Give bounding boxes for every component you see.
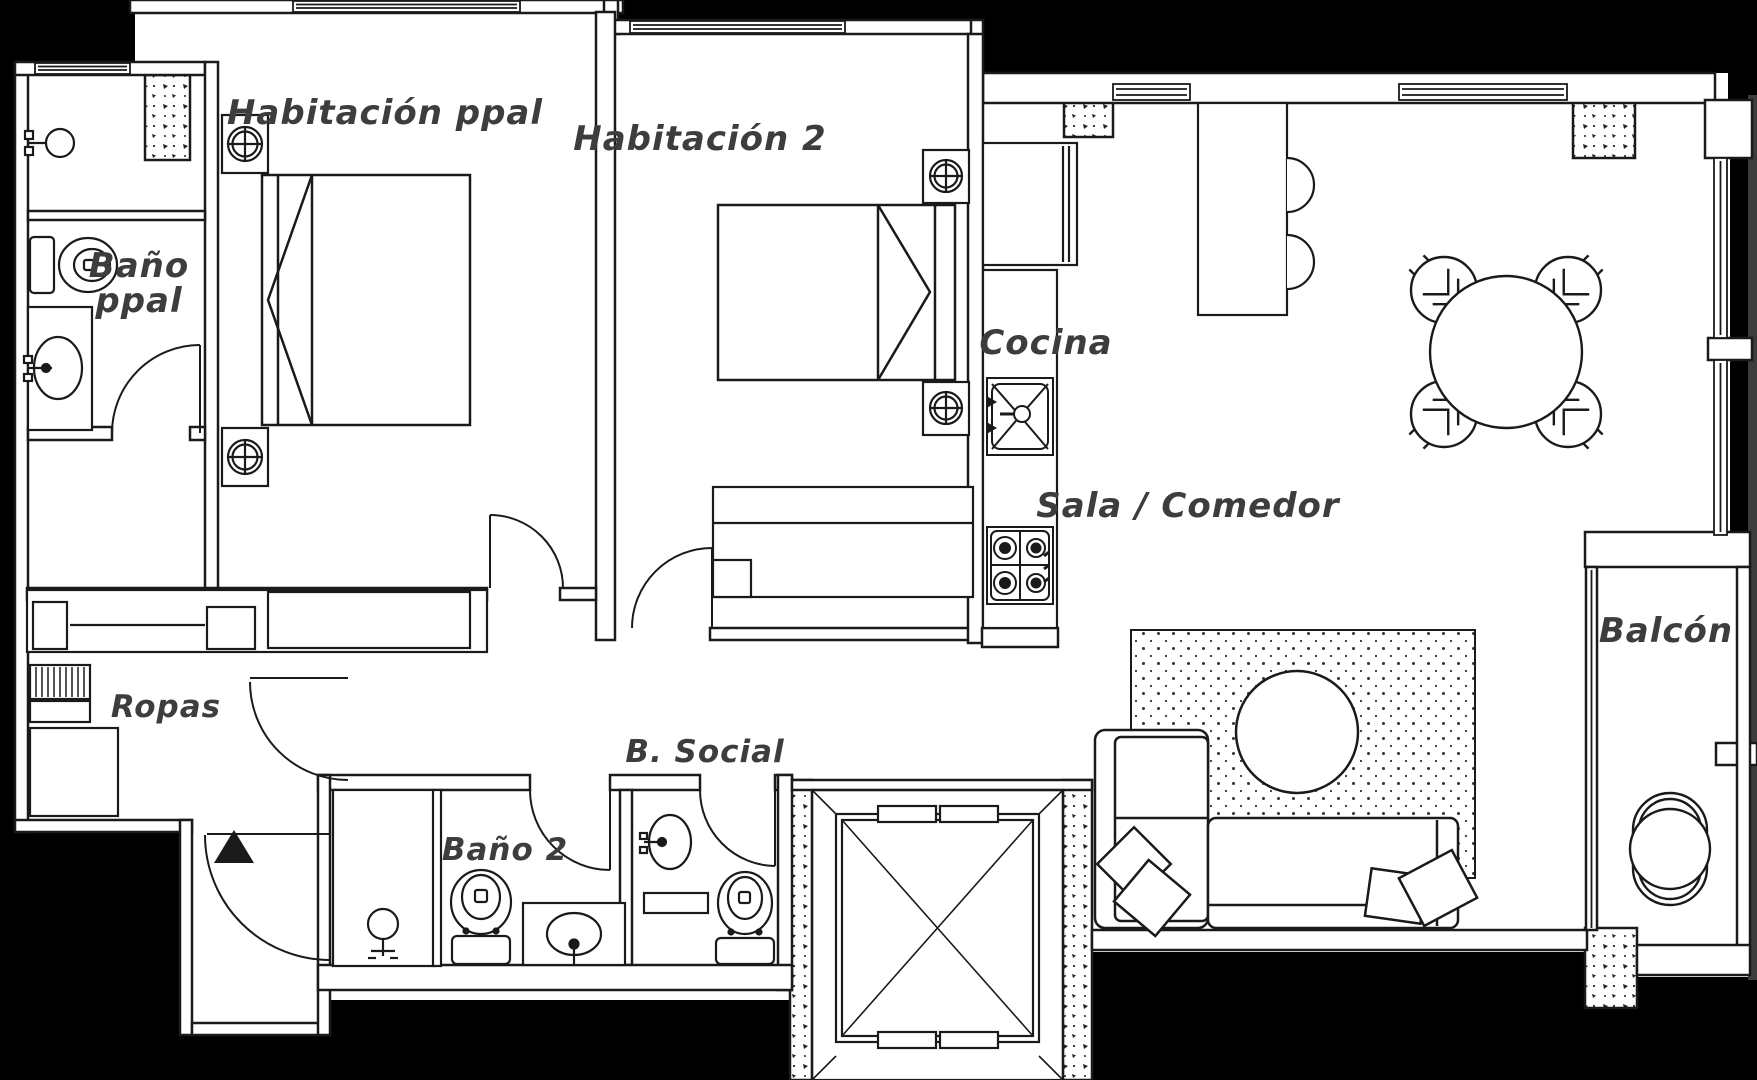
dining-table <box>1428 274 1584 430</box>
edge-shadow <box>1748 95 1757 980</box>
balcony-armchair <box>1628 791 1712 907</box>
sofa-pillows <box>1095 825 1479 938</box>
door-entrance <box>204 833 331 961</box>
nightstands-hab-ppal <box>220 113 270 488</box>
dining-set <box>1408 254 1604 450</box>
stove <box>986 526 1054 605</box>
bed-hab-ppal <box>260 173 472 427</box>
label-sala-comedor: Sala / Comedor <box>1036 486 1341 526</box>
entrance-arrow-icon <box>214 830 254 863</box>
label-balcon: Balcón <box>1599 611 1733 651</box>
exterior-cutouts <box>0 0 1757 73</box>
sink-b-social <box>638 813 710 915</box>
sink-bano-ppal <box>22 305 94 432</box>
window-sala-right-1 <box>1713 157 1728 339</box>
door-swings <box>111 344 776 961</box>
window-cocina <box>1112 83 1191 101</box>
window-hab-2 <box>629 20 846 34</box>
refrigerator <box>981 141 1079 267</box>
toilet-b-social <box>714 870 776 966</box>
island-bar <box>1196 101 1316 317</box>
coffee-table <box>1234 669 1360 795</box>
nightstands-hab-2 <box>921 148 971 437</box>
label-habitacion-ppal: Habitación ppal <box>227 93 543 133</box>
laundry-appliance <box>28 726 120 818</box>
label-habitacion-2: Habitación 2 <box>573 119 826 159</box>
door-hab-ppal <box>489 514 564 589</box>
toilet-bano-2 <box>449 868 513 966</box>
closet-hab-2 <box>711 485 975 599</box>
elevator-shaft <box>810 788 1065 1080</box>
label-b-social: B. Social <box>625 734 784 770</box>
windows <box>34 0 1728 928</box>
label-ropas: Ropas <box>111 689 221 725</box>
washing-machine <box>28 663 92 724</box>
shower-bano-ppal <box>23 127 76 159</box>
window-hab-ppal <box>292 0 521 13</box>
window-bano-ppal <box>34 62 131 75</box>
bar-stool-icon <box>1286 156 1316 214</box>
window-sala-right-2 <box>1713 359 1728 536</box>
window-comedor <box>1398 83 1568 101</box>
bed-hab-2 <box>716 203 957 382</box>
room-labels: Habitación ppal Habitación 2 Baño ppal C… <box>89 93 1733 868</box>
label-bano-ppal-line2: ppal <box>94 281 183 321</box>
label-cocina: Cocina <box>979 323 1112 363</box>
bar-stool-icon <box>1286 233 1316 291</box>
toilet-bano-ppal <box>28 235 119 295</box>
label-bano-2: Baño 2 <box>442 832 568 868</box>
door-ropas-hall <box>249 677 349 781</box>
door-b-social <box>699 789 776 867</box>
sink-bano-2 <box>521 901 627 967</box>
wardrobe-hab-ppal <box>25 588 489 654</box>
door-bano-2 <box>529 789 611 871</box>
shower-bano-2 <box>331 788 443 968</box>
kitchen-sink <box>986 377 1054 456</box>
label-bano-ppal-line1: Baño <box>89 246 189 286</box>
door-bano-ppal <box>111 344 201 434</box>
